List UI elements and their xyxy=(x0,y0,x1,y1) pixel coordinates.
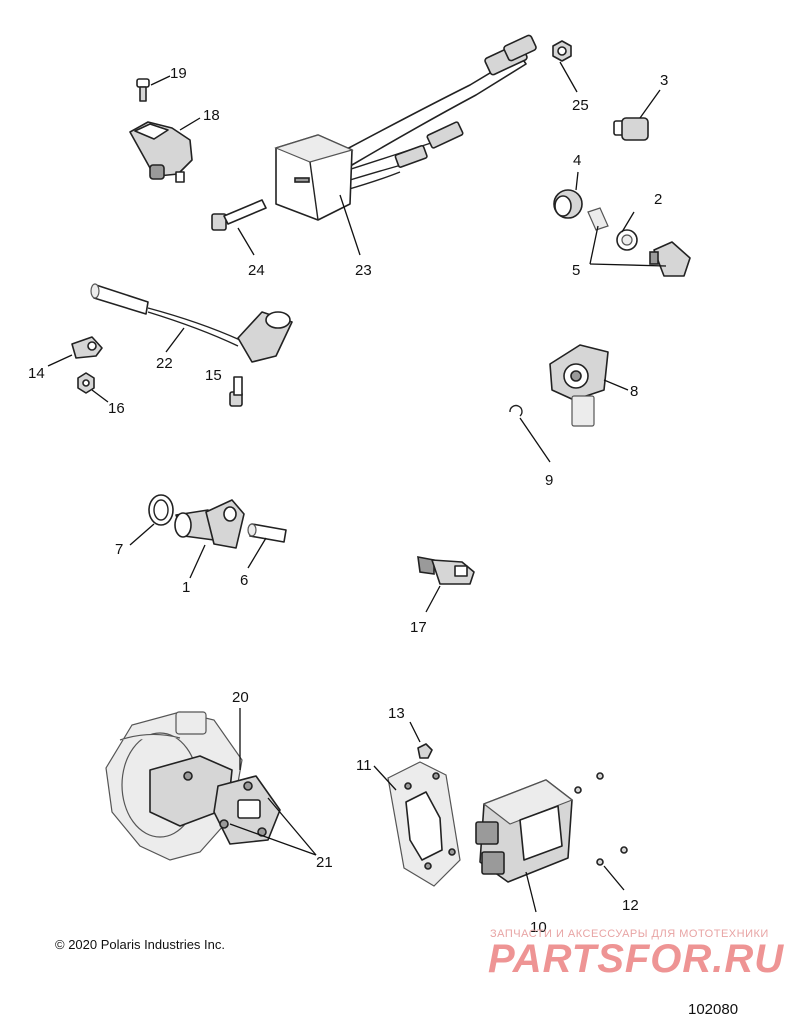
part-25-nut xyxy=(552,40,572,62)
part-3-bolt xyxy=(613,117,649,141)
part-23-harness xyxy=(274,34,537,221)
part-7-o-ring xyxy=(148,494,174,526)
watermark-logo: PARTSFOR.RU xyxy=(488,937,785,981)
callout-6: 6 xyxy=(240,572,248,589)
callout-18: 18 xyxy=(203,107,220,124)
callout-4: 4 xyxy=(573,152,581,169)
part-24-bolt xyxy=(211,199,267,231)
callout-10: 10 xyxy=(530,919,547,936)
part-22-crank-sensor xyxy=(90,283,293,363)
callout-25: 25 xyxy=(572,97,589,114)
callout-1: 1 xyxy=(182,579,190,596)
callout-23: 23 xyxy=(355,262,372,279)
part-8-knock-sensor xyxy=(549,344,609,427)
callout-17: 17 xyxy=(410,619,427,636)
part-13-screw xyxy=(417,743,433,759)
callout-24: 24 xyxy=(248,262,265,279)
callout-11: 11 xyxy=(356,757,372,774)
figure-number: 102080 xyxy=(688,1001,739,1018)
callout-22: 22 xyxy=(156,355,173,372)
callout-12: 12 xyxy=(622,897,639,914)
callout-8: 8 xyxy=(630,383,638,400)
callout-16: 16 xyxy=(108,400,125,417)
part-19-bolt xyxy=(136,78,150,102)
callout-14: 14 xyxy=(28,365,45,382)
callout-15: 15 xyxy=(205,367,222,384)
part-4-plug xyxy=(553,189,583,219)
part-9-clip xyxy=(509,404,523,417)
copyright-text: © 2020 Polaris Industries Inc. xyxy=(55,937,225,952)
watermark-tagline: ЗАПЧАСТИ И АКСЕССУАРЫ ДЛЯ МОТОТЕХНИКИ xyxy=(490,928,769,940)
callout-2: 2 xyxy=(654,191,662,208)
part-15-bolt xyxy=(229,376,243,407)
part-18-sensor xyxy=(129,121,193,183)
callout-5: 5 xyxy=(572,262,580,279)
part-11-bracket xyxy=(387,761,461,887)
part-14-clamp xyxy=(71,336,103,359)
callout-9: 9 xyxy=(545,472,553,489)
callout-20: 20 xyxy=(232,689,249,706)
part-1-cam-sensor xyxy=(174,499,245,549)
part-6-pin xyxy=(247,523,287,543)
part-20-throttle-body xyxy=(105,711,281,861)
part-12-screws xyxy=(574,772,628,866)
callout-21: 21 xyxy=(316,854,333,871)
part-5-sensor xyxy=(587,207,691,277)
callout-13: 13 xyxy=(388,705,405,722)
callout-7: 7 xyxy=(115,541,123,558)
part-16-nut xyxy=(77,372,95,394)
part-17-temp-sensor xyxy=(417,556,475,585)
callout-3: 3 xyxy=(660,72,668,89)
part-10-ecu xyxy=(475,779,574,883)
callout-19: 19 xyxy=(170,65,187,82)
